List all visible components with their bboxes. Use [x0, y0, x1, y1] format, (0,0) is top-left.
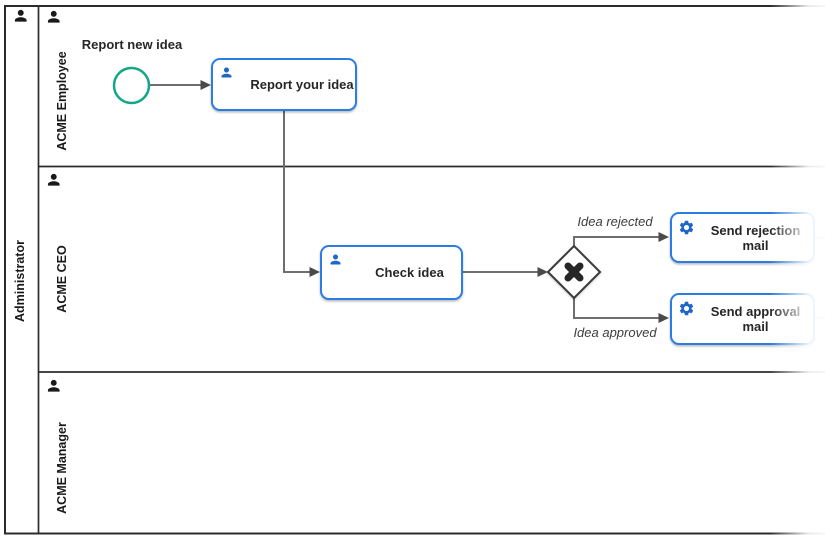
flow-label-idea-rejected: Idea rejected: [577, 214, 653, 229]
pool-label: Administrator: [13, 240, 27, 322]
gear-icon: [679, 301, 694, 316]
lane-label: ACME CEO: [55, 245, 69, 313]
person-icon: [14, 9, 27, 22]
task-label: Send approval mail: [710, 304, 801, 334]
person-icon: [47, 379, 60, 392]
pool-border[interactable]: [4, 5, 825, 535]
task-check-idea[interactable]: Check idea: [320, 245, 463, 300]
person-icon: [47, 10, 60, 23]
arrowheads: [200, 80, 669, 323]
person-icon: [47, 173, 60, 186]
lane-acme-employee[interactable]: ACME Employee: [38, 6, 825, 166]
sequence-flows[interactable]: [150, 84, 825, 319]
task-label: Check idea: [375, 265, 444, 280]
task-label: Report your idea: [250, 77, 354, 92]
lane-label: ACME Manager: [55, 422, 69, 514]
task-label: Send rejection mail: [710, 222, 801, 253]
start-event-label: Report new idea: [81, 37, 183, 52]
task-send-approval-mail[interactable]: Send approval mail: [670, 293, 815, 345]
exclusive-gateway[interactable]: [546, 244, 602, 300]
person-icon: [221, 67, 232, 78]
gear-icon: [679, 220, 694, 235]
start-event[interactable]: [112, 66, 151, 105]
task-report-your-idea[interactable]: Report your idea: [211, 58, 357, 111]
task-send-rejection-mail[interactable]: Send rejection mail: [670, 212, 815, 263]
lane-acme-manager[interactable]: ACME Manager: [38, 372, 825, 533]
person-icon: [330, 254, 341, 265]
flow-label-idea-approved: Idea approved: [573, 325, 657, 340]
x-cross-icon: [564, 262, 584, 282]
